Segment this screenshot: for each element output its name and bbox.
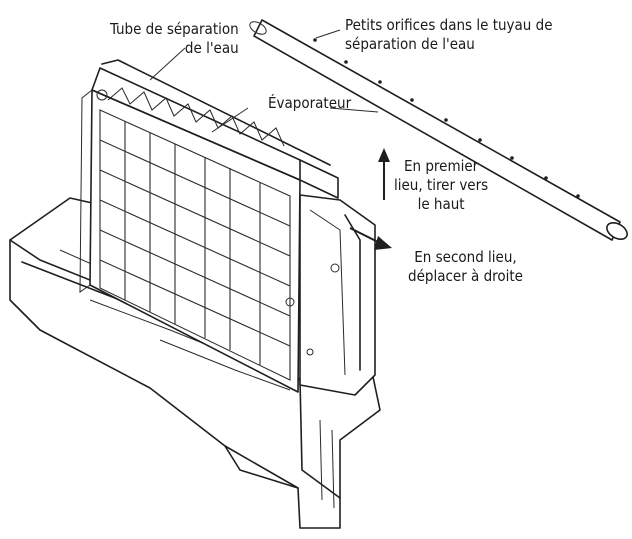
water-separation-pipe — [249, 19, 628, 241]
label-water-tube: Tube de séparation de l'eau — [110, 20, 239, 57]
label-step-two: En second lieu, déplacer à droite — [408, 248, 523, 285]
arrow-up-icon — [378, 148, 390, 200]
arrow-right-icon — [349, 227, 392, 250]
evaporator-frame — [79, 59, 339, 393]
label-step-one: En premier lieu, tirer vers le haut — [394, 157, 489, 213]
label-pipe-orifices: Petits orifices dans le tuyau de séparat… — [345, 16, 553, 53]
housing-right — [299, 194, 376, 396]
pipe-orifices — [313, 38, 580, 198]
label-evaporator: Évaporateur — [268, 94, 352, 112]
leader-lines — [149, 29, 379, 133]
